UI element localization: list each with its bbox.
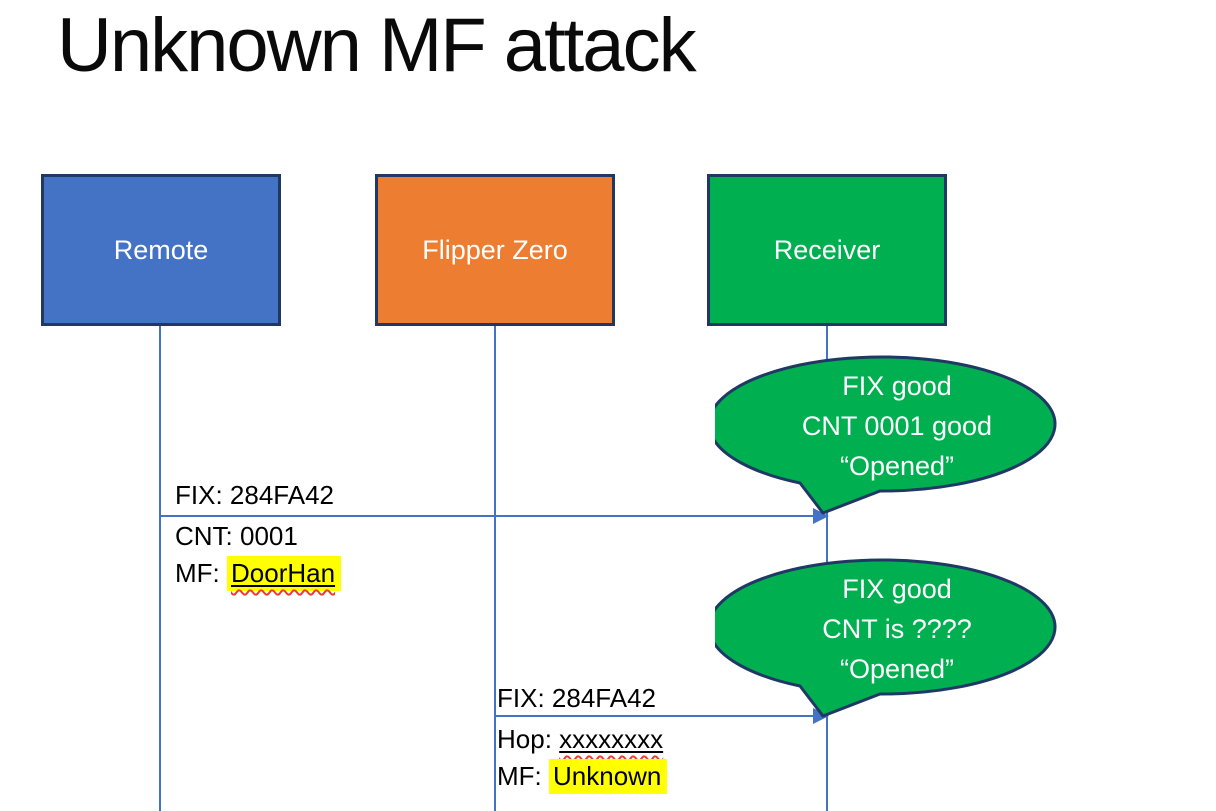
- message1-fix-label: FIX: 284FA42: [175, 480, 334, 510]
- callout1-text: FIX good CNT 0001 good “Opened”: [727, 366, 1067, 486]
- actor-box-flipper-zero: Flipper Zero: [375, 174, 615, 326]
- message2-mf-highlight: Unknown: [549, 759, 668, 794]
- message2-hop-label: Hop: xxxxxxxx: [497, 723, 663, 755]
- callout2-line3: “Opened”: [839, 654, 955, 684]
- lifeline-remote: [159, 326, 161, 811]
- message2-hop-prefix: Hop:: [497, 724, 560, 754]
- spellcheck-squiggle: xxxxxxxx: [559, 724, 663, 754]
- callout1-line2: CNT 0001 good: [801, 411, 993, 441]
- callout-bubble-2: [715, 558, 1057, 718]
- callout-bubble-1: [715, 355, 1057, 515]
- lifeline-flipper-zero: [494, 326, 496, 811]
- callout2-text: FIX good CNT is ???? “Opened”: [727, 569, 1067, 689]
- callout1-line3: “Opened”: [839, 451, 955, 481]
- message1-arrow-line: [160, 515, 813, 517]
- actor-label-receiver: Receiver: [773, 234, 881, 265]
- speech-bubble-shape: [715, 558, 1057, 718]
- message1-cnt-label: CNT: 0001: [175, 521, 298, 551]
- callout1-line1: FIX good: [842, 371, 952, 401]
- spellcheck-squiggle: DoorHan: [231, 558, 335, 588]
- message1-mf-label: MF: DoorHan: [175, 556, 342, 591]
- message1-mf-prefix: MF:: [175, 558, 227, 588]
- message2-fix-label: FIX: 284FA42: [497, 683, 656, 713]
- message2-arrow-line: [495, 715, 813, 717]
- actor-box-receiver: Receiver: [707, 174, 947, 326]
- slide-title: Unknown MF attack: [57, 3, 697, 88]
- speech-bubble-shape: [715, 355, 1057, 515]
- message2-mf-prefix: MF:: [497, 761, 549, 791]
- actor-label-remote: Remote: [113, 234, 209, 265]
- message2-mf-label: MF: Unknown: [497, 759, 668, 794]
- message1-mf-value: DoorHan: [231, 558, 336, 588]
- actor-label-flipper-zero: Flipper Zero: [422, 234, 568, 265]
- message2-hop-value: xxxxxxxx: [559, 724, 664, 754]
- actor-box-remote: Remote: [41, 174, 281, 326]
- callout2-line2: CNT is ????: [822, 614, 972, 644]
- message1-mf-highlight: DoorHan: [227, 556, 342, 591]
- callout2-line1: FIX good: [842, 574, 952, 604]
